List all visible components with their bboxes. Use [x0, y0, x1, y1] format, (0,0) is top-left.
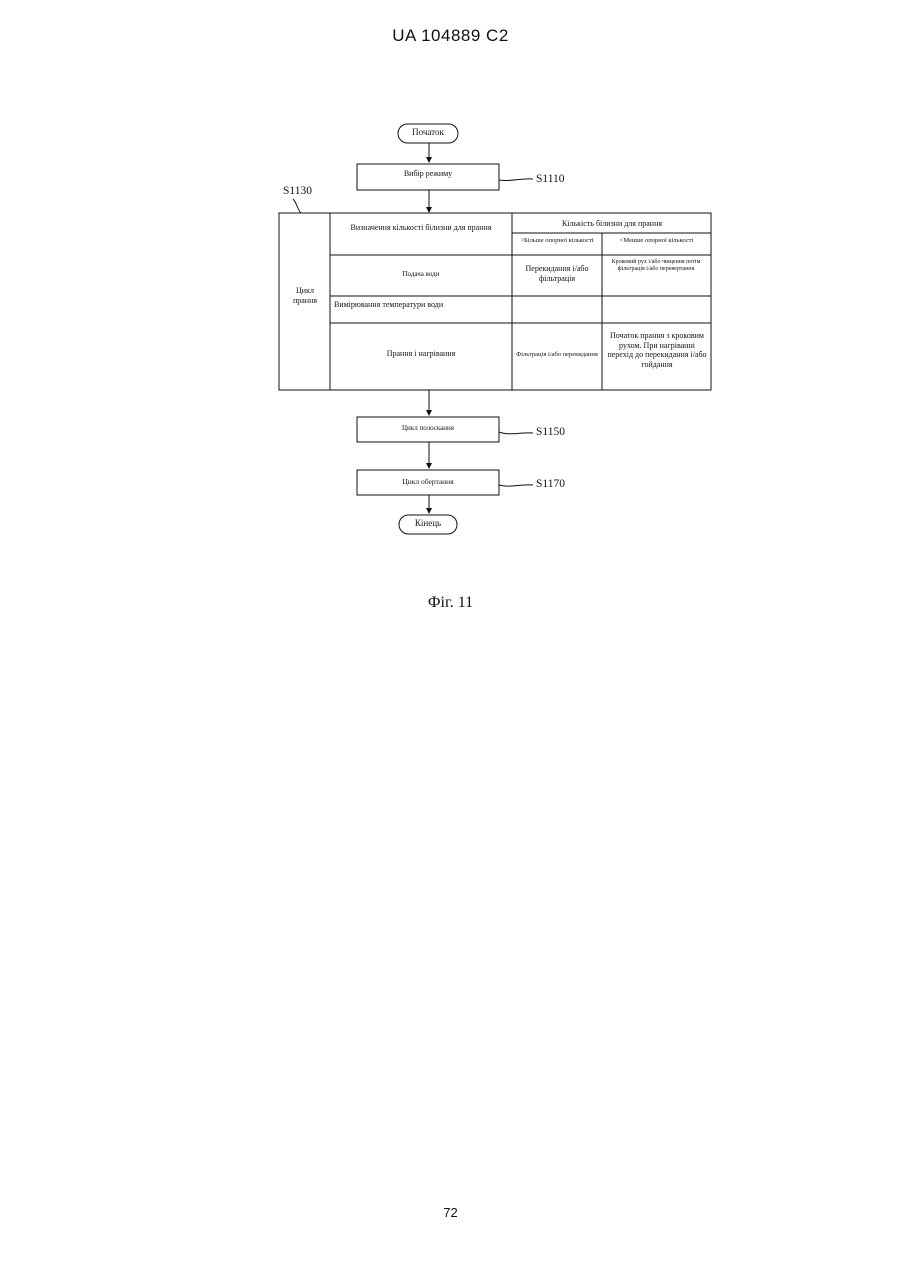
row-water: Подача води: [332, 270, 510, 278]
row-determine: Визначення кількості білизни для прання: [332, 223, 510, 233]
code-wash: S1130: [283, 185, 312, 197]
col-more: >Більше опорної кількості: [514, 237, 600, 245]
water-less: Кроковий рух і/або чищення потім фільтра…: [606, 259, 706, 273]
spin-label: Цикл обертання: [357, 477, 499, 486]
code-select: S1110: [536, 173, 565, 185]
end-label: Кінець: [399, 518, 457, 528]
figure-caption: Фіг. 11: [0, 594, 901, 612]
col-less: <Менше опорної кількості: [604, 237, 709, 245]
heat-less: Початок прання з кроковим рухом. При наг…: [606, 331, 708, 369]
page-number: 72: [0, 1205, 901, 1220]
wash-cycle-label: Цикл прання: [290, 286, 320, 305]
row-heat: Прання і нагрівання: [332, 349, 510, 359]
col-header: Кількість білизни для прання: [514, 219, 710, 229]
water-more: Перекидання і/або фільтрація: [516, 264, 598, 283]
code-rinse: S1150: [536, 426, 565, 438]
code-spin: S1170: [536, 478, 565, 490]
row-temp: Вимірювання температури води: [334, 300, 510, 310]
start-label: Початок: [398, 127, 458, 137]
heat-more: Фільтрація і/або перекидання: [516, 351, 598, 359]
rinse-label: Цикл полоскання: [357, 424, 499, 432]
select-mode-label: Вибір режиму: [357, 169, 499, 179]
